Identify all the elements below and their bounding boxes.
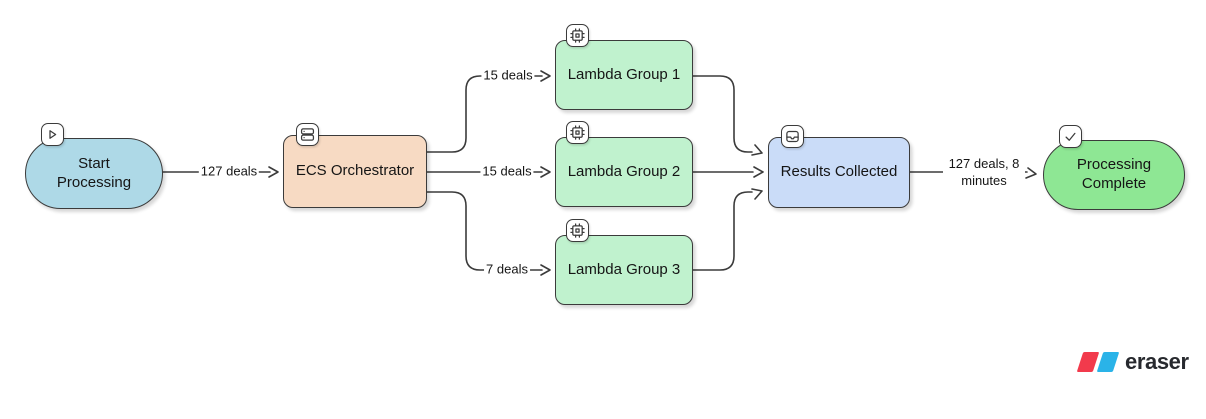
edge-label-15-deals-2: 15 deals [480,163,534,181]
eraser-logo[interactable]: eraser [1076,349,1189,375]
edge-lambda3-to-results-arrowhead [751,188,763,200]
edge-lambda3-to-results [692,191,753,271]
edge-lambda1-to-results [692,75,753,153]
node-lambda-group-2[interactable]: Lambda Group 2 [555,121,693,207]
node-lambda-group-1[interactable]: Lambda Group 1 [555,24,693,110]
edge-ecs-to-lambda1-arrowhead [540,70,551,82]
node-label: Lambda Group 3 [567,260,681,278]
edge-ecs-to-lambda3 [426,191,543,271]
play-icon [41,123,64,146]
edge-label-127-deals-8-minutes: 127 deals, 8 minutes [943,156,1025,190]
check-icon [1059,125,1082,148]
cpu-icon [566,219,589,242]
node-label: Results Collected [780,163,898,181]
node-results-collected[interactable]: Results Collected [768,125,910,208]
node-label: Start Processing [56,154,132,191]
edge-label-127-deals: 127 deals [198,163,260,181]
eraser-logo-blue-shape [1096,352,1120,372]
edge-start-to-ecs-arrowhead [268,166,279,178]
edge-label-15-deals-1: 15 deals [481,67,535,85]
node-label: Lambda Group 1 [567,65,681,83]
node-label: ECS Orchestrator [295,162,415,180]
node-label: Processing Complete [1076,156,1152,192]
server-icon [296,123,319,146]
node-lambda-group-3[interactable]: Lambda Group 3 [555,219,693,305]
edge-ecs-to-lambda2-arrowhead [540,166,551,178]
node-processing-complete[interactable]: Processing Complete [1043,125,1185,210]
edge-lambda1-to-results-arrowhead [751,144,763,156]
cpu-icon [566,121,589,144]
edge-results-to-complete-arrowhead [1025,167,1037,179]
edge-ecs-to-lambda3-arrowhead [540,264,551,276]
edge-lambda2-to-results-arrowhead [753,166,764,178]
edge-label-7-deals: 7 deals [484,261,530,279]
edge-ecs-to-lambda1 [426,75,543,153]
cpu-icon [566,24,589,47]
node-start-processing[interactable]: Start Processing [25,123,163,209]
node-label: Lambda Group 2 [567,162,681,180]
eraser-logo-text: eraser [1125,349,1189,374]
node-ecs-orchestrator[interactable]: ECS Orchestrator [283,123,427,208]
eraser-logo-red-shape [1076,352,1100,372]
inbox-icon [781,125,804,148]
